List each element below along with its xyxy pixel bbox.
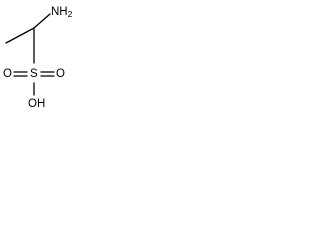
atom-label-hydroxyl: OH — [28, 98, 45, 110]
amine-text: NH — [51, 6, 68, 18]
bond-methyl-carbon — [5, 27, 35, 44]
structure-canvas: NH2 S O O OH — [3, 6, 73, 110]
atom-label-sulfur: S — [30, 68, 38, 80]
amine-subscript: 2 — [68, 9, 73, 19]
atom-label-oxygen-right: O — [56, 68, 65, 80]
bond-carbon-nitrogen — [33, 13, 51, 29]
atom-label-oxygen-left: O — [3, 68, 12, 80]
atom-label-amine: NH2 — [51, 6, 73, 19]
